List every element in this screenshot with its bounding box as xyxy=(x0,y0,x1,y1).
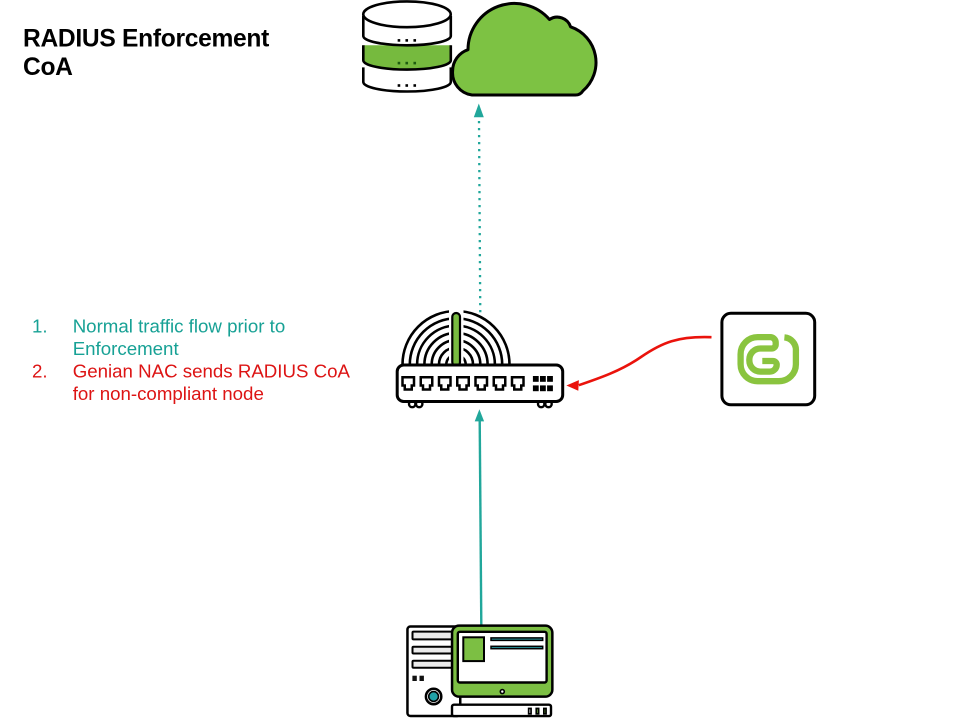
svg-text:RADIUS Enforcement: RADIUS Enforcement xyxy=(23,26,269,53)
svg-text:Enforcement: Enforcement xyxy=(73,338,180,359)
svg-text:for non-compliant node: for non-compliant node xyxy=(73,383,264,404)
svg-text:1.: 1. xyxy=(32,316,48,337)
svg-text:CoA: CoA xyxy=(23,54,73,81)
svg-text:Genian NAC sends RADIUS CoA: Genian NAC sends RADIUS CoA xyxy=(73,361,351,382)
svg-text:2.: 2. xyxy=(32,361,48,382)
svg-text:Normal traffic flow prior to: Normal traffic flow prior to xyxy=(73,316,286,337)
